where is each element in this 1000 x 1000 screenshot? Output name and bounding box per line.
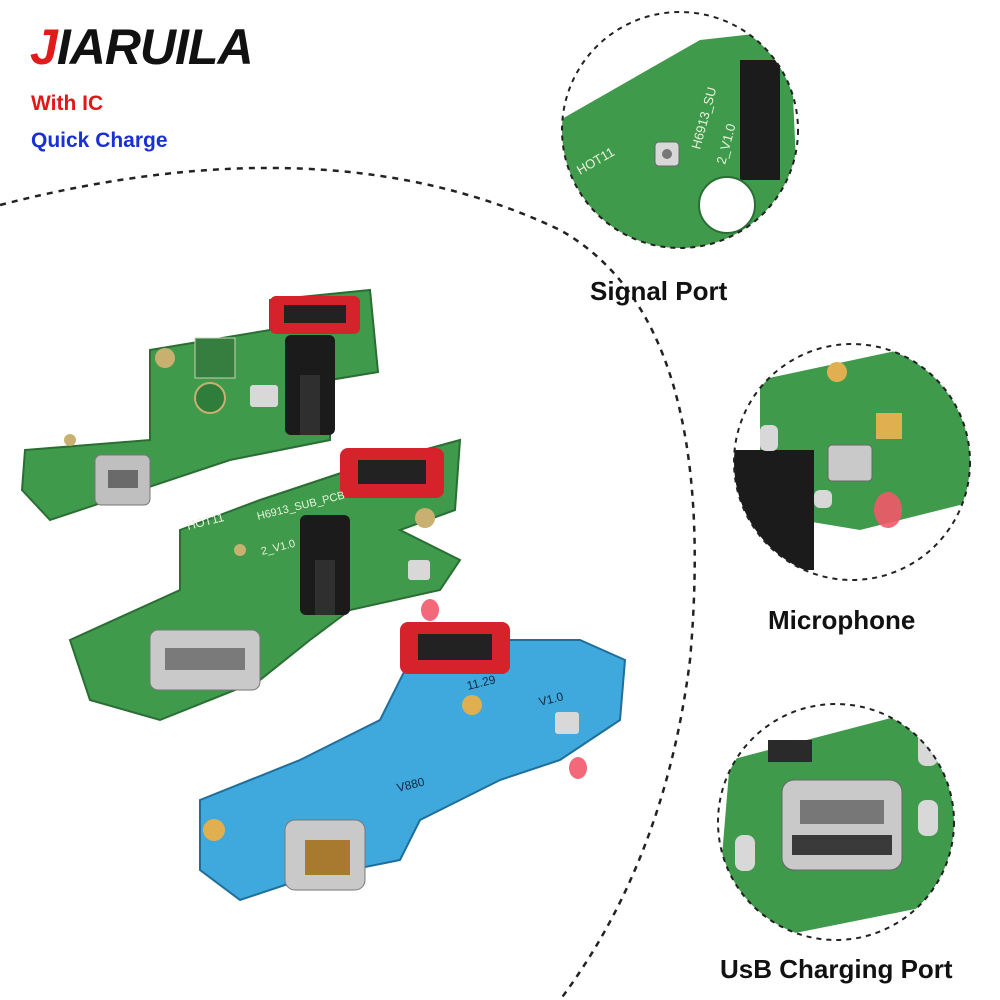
- microphone-callout: [733, 343, 971, 581]
- usb-port-label: UsB Charging Port: [720, 954, 953, 984]
- quick-charge-tag: Quick Charge: [31, 129, 168, 152]
- signal-port-label: Signal Port: [590, 276, 728, 306]
- brand-logo: JIARUILA: [30, 19, 254, 75]
- usb-c-connector: [781, 779, 903, 871]
- top-green-board: [20, 288, 380, 522]
- usb-port-callout: [717, 703, 955, 941]
- with-ic-tag: With IC: [31, 92, 104, 115]
- dashed-divider-arc: [0, 166, 696, 1000]
- middle-green-board: HOT11 H6913_SUB_PCB 2_V1.0: [68, 438, 462, 722]
- microphone-label: Microphone: [768, 605, 916, 635]
- signal-port-callout: H6913_SU 2_V1.0 HOT11: [561, 11, 799, 249]
- blue-board: V1.0 11.29 V880: [199, 622, 627, 902]
- blue-number-mark: 11.29: [465, 672, 497, 693]
- blue-version-mark: V1.0: [537, 689, 565, 709]
- blue-model-mark: V880: [395, 774, 426, 794]
- microphone-component: [827, 444, 873, 482]
